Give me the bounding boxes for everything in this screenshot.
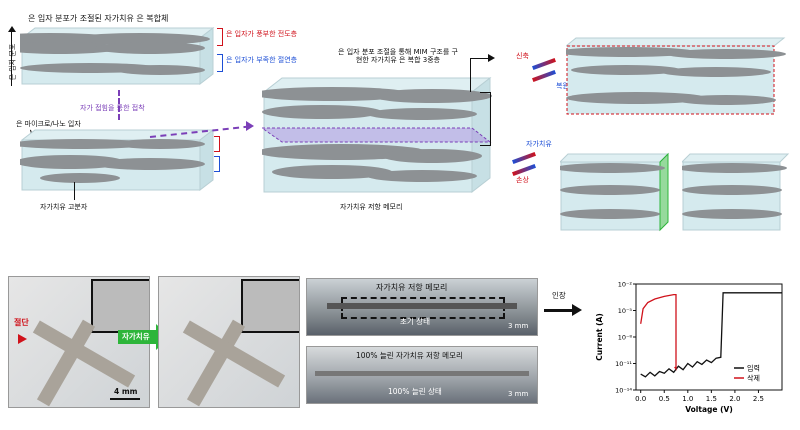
photo-healed-sample (158, 276, 300, 408)
scale-label-strip-2: 3 mm (508, 390, 529, 398)
memory-bracket (480, 92, 491, 146)
axis-arrow-head (8, 26, 16, 32)
arrow-right-line (470, 58, 490, 59)
photo-cut-sample (8, 276, 150, 408)
axis-label-particle-distribution: 은 입자 분포 (8, 43, 17, 81)
label-heal-arrow: 자가치유 (122, 332, 150, 341)
label-self-healing-polymer: 자가치유 고분자 (40, 203, 88, 211)
inset-cut (91, 279, 149, 333)
label-silver-particles: 은 마이크로/나노 입자 (16, 120, 81, 128)
tension-arrow-head (572, 304, 582, 316)
initial-strip (327, 303, 517, 309)
damaged-block-right (682, 153, 790, 231)
photo-initial-strip (306, 278, 538, 336)
legend-label-1: 삭제 (747, 374, 760, 383)
plot-frame (635, 283, 783, 391)
cut-arrow (18, 334, 27, 344)
bracket-red-top (217, 28, 223, 46)
y-tick-label: 10⁻¹¹ (615, 360, 632, 368)
y-tick-label: 10⁻² (618, 281, 633, 289)
x-tick-label: 1.0 (682, 395, 693, 403)
dashed-arrow-head (246, 121, 254, 131)
label-tension: 인장 (552, 291, 566, 300)
composite-block-bottom (20, 128, 215, 192)
axis-arrow (11, 30, 12, 86)
x-tick-label: 0.5 (659, 395, 670, 403)
arrow-right-head (488, 54, 495, 62)
bracket-blue-bottom (214, 156, 220, 172)
stretched-strip-title: 100% 늘린 자가치유 저항 메모리 (356, 351, 463, 360)
x-tick-label: 2.5 (753, 395, 764, 403)
bracket-red-bottom (214, 136, 220, 152)
inset-healed (241, 279, 299, 333)
legend-label-0: 입력 (747, 365, 760, 373)
label-conductive-layer: 은 입자가 풍부한 전도층 (226, 30, 298, 38)
label-self-folding-adhesion: 자가 접힘을 통한 접착 (80, 104, 145, 112)
y-tick-label: 10⁻⁸ (618, 334, 633, 342)
label-damage: 손상 (516, 176, 529, 184)
y-tick-label: 10⁻¹⁴ (615, 387, 632, 395)
heal-arrows (512, 152, 536, 164)
label-cut: 절단 (14, 318, 29, 327)
label-stretch: 신축 (516, 52, 529, 60)
heal-green-arrow (118, 330, 158, 344)
memory-strip-title: 자가치유 저항 메모리 (376, 283, 448, 292)
bracket-blue-top (217, 54, 223, 72)
stretched-state-label: 100% 늘린 상태 (388, 387, 442, 396)
stretch-arrows (532, 58, 556, 70)
initial-state-label: 초기 상태 (400, 317, 430, 326)
y-axis-label: Current (A) (595, 313, 604, 361)
x-tick-label: 2.0 (729, 395, 740, 403)
memory-block (262, 76, 492, 194)
photo-stretched-strip (306, 346, 538, 404)
tension-arrow-line (544, 309, 574, 312)
label-insulating-layer: 은 입자가 부족한 절연층 (226, 56, 298, 64)
label-mim-structure: 은 입자 분포 조절을 통해 MIM 구조를 구현한 자가치유 은 복합 3중층 (338, 48, 458, 65)
iv-chart: 0.0 0.5 1.0 1.5 2.0 2.5 10⁻¹⁴ 10⁻¹¹ 10⁻⁸ 10⁻⁵ 10⁻²… (595, 281, 783, 414)
scale-label-strip-1: 3 mm (508, 322, 529, 330)
series-line-1 (640, 293, 677, 371)
composite-title: 은 입자 분포가 조절된 자가치유 은 복합체 (28, 14, 169, 23)
pointer-polymer (74, 182, 75, 200)
y-tick-label: 10⁻⁵ (618, 307, 633, 315)
arrow-up-line (470, 58, 471, 92)
scale-label-photo: 4 mm (114, 387, 138, 396)
recover-arrows (532, 70, 556, 82)
x-tick-label: 0.0 (635, 395, 646, 403)
damaged-block-left (560, 152, 670, 232)
composite-block-top (20, 26, 215, 86)
label-self-healing-memory: 자가치유 저항 메모리 (340, 203, 403, 211)
dashed-up-arrow (118, 90, 120, 120)
x-axis-label: Voltage (V) (685, 405, 733, 414)
stretched-strip (315, 371, 529, 376)
stretched-block (566, 37, 786, 115)
series-line-0 (640, 292, 782, 378)
label-heal: 자가치유 (526, 140, 552, 148)
scale-bar-photo (110, 398, 140, 400)
x-tick-label: 1.5 (706, 395, 717, 403)
damage-arrows (512, 164, 536, 176)
label-recover: 복원 (556, 82, 569, 90)
